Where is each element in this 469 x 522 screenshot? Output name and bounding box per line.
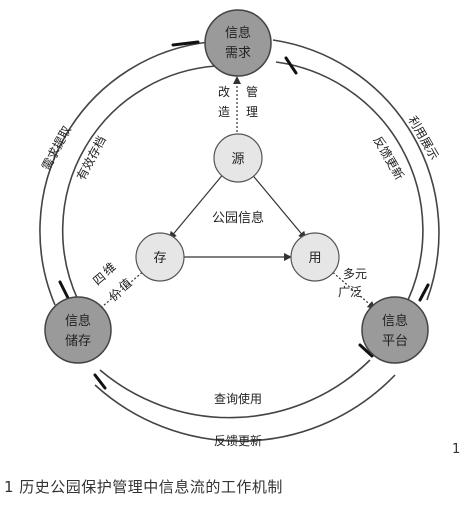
arrowhead-top-right <box>284 56 298 75</box>
label-feedback-update-right: 反馈更新 <box>370 133 407 182</box>
node-storage-line2: 储存 <box>65 334 91 349</box>
label-improve-2: 造 <box>218 105 230 119</box>
figure-caption: 1 历史公园保护管理中信息流的工作机制 <box>4 478 283 496</box>
connector-use-platform <box>329 269 376 310</box>
label-effective-archive: 有效存档 <box>73 133 109 182</box>
arc-inner-right <box>275 61 424 301</box>
outer-cycle-arcs <box>39 39 440 442</box>
label-diverse: 多元 <box>343 267 367 281</box>
edge-source-use <box>243 164 307 240</box>
node-demand-line2: 需求 <box>225 46 251 61</box>
arc-outer-bottom <box>94 374 396 442</box>
inner-triangle-edges <box>168 164 307 261</box>
information-flow-diagram: 信息 需求 信息 储存 信息 平台 源 存 用 公园信息 改 造 管 理 四 维… <box>38 9 442 448</box>
arrowhead-bottom-left <box>93 373 107 390</box>
node-platform-line2: 平台 <box>382 334 408 349</box>
label-feedback-update-bottom: 反馈更新 <box>214 433 262 448</box>
arc-inner-left <box>61 65 217 301</box>
arrowhead-right <box>418 283 430 302</box>
arrowhead-top-left <box>171 40 200 47</box>
node-store-label: 存 <box>153 251 166 266</box>
node-demand-line1: 信息 <box>225 25 251 41</box>
node-information-platform: 信息 平台 <box>361 296 429 364</box>
label-demand-raise: 需求提取 <box>38 123 74 172</box>
node-information-demand: 信息 需求 <box>204 9 272 77</box>
node-use: 用 <box>290 232 340 282</box>
label-wide: 广泛 <box>338 285 362 299</box>
label-manage-2: 理 <box>246 105 258 119</box>
connector-store-storage <box>94 269 146 314</box>
label-query-use: 查询使用 <box>214 391 262 406</box>
dotted-connectors <box>94 76 376 314</box>
node-storage-line1: 信息 <box>65 313 91 329</box>
node-source-label: 源 <box>231 152 244 167</box>
arc-outer-right <box>272 39 440 301</box>
node-use-label: 用 <box>308 251 321 266</box>
node-platform-line1: 信息 <box>382 313 408 329</box>
edge-source-store <box>168 164 232 240</box>
arc-outer-left <box>39 41 210 306</box>
label-improve-1: 改 <box>218 85 230 99</box>
node-source: 源 <box>213 133 263 183</box>
page-number: 1 <box>452 442 461 457</box>
node-store: 存 <box>135 232 185 282</box>
arrowhead-bottom-right <box>358 343 374 358</box>
label-manage-1: 管 <box>246 84 258 99</box>
center-label: 公园信息 <box>212 210 264 226</box>
arc-inner-bottom <box>99 359 371 419</box>
node-information-storage: 信息 储存 <box>44 296 112 364</box>
